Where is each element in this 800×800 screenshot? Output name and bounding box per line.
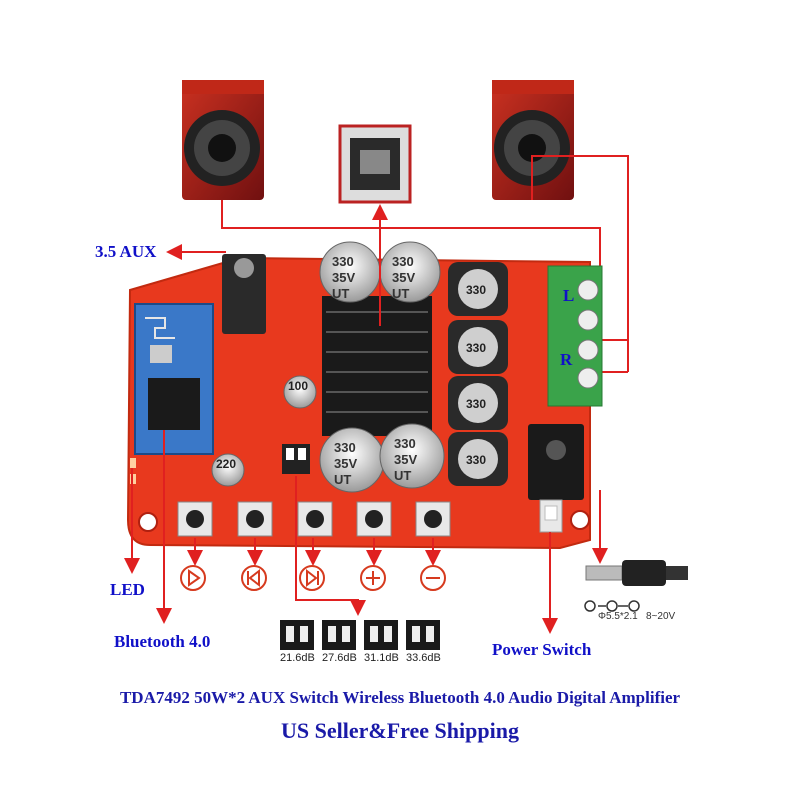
play-icon — [180, 565, 206, 591]
gain-label-2: 27.6dB — [322, 652, 357, 664]
minus-icon — [420, 565, 446, 591]
svg-text:35V: 35V — [332, 270, 355, 285]
led-label: LED — [110, 580, 145, 599]
heatsink — [322, 296, 432, 436]
capacitor-4: 330 35V UT — [379, 423, 445, 489]
tda7492-chip-image — [338, 124, 412, 204]
svg-text:UT: UT — [392, 286, 409, 301]
svg-text:330: 330 — [466, 453, 486, 467]
right-channel-label: R — [560, 350, 573, 369]
svg-text:35V: 35V — [392, 270, 415, 285]
inductor-3: 330 — [448, 376, 508, 430]
capacitor-1: 330 35V UT — [319, 241, 381, 303]
gain-label-4: 33.6dB — [406, 652, 441, 664]
svg-text:35V: 35V — [334, 456, 357, 471]
gain-dip-switch — [282, 444, 310, 474]
annotation-arrows — [124, 204, 608, 634]
speaker-right — [492, 80, 574, 200]
speaker-terminal-block — [547, 265, 603, 407]
svg-text:330: 330 — [334, 440, 356, 455]
capacitor-2: 330 35V UT — [379, 241, 441, 303]
gain-label-3: 31.1dB — [364, 652, 399, 664]
polarity-icon — [584, 600, 640, 612]
speaker-left — [182, 80, 264, 200]
svg-text:UT: UT — [334, 472, 351, 487]
bluetooth-label: Bluetooth 4.0 — [114, 632, 211, 651]
dip-diagram-1 — [280, 620, 314, 650]
dip-diagram-2 — [322, 620, 356, 650]
dc-power-jack — [528, 424, 584, 500]
board-buttons — [177, 501, 451, 537]
dip-diagram-4 — [406, 620, 440, 650]
plus-icon — [360, 565, 386, 591]
svg-text:35V: 35V — [394, 452, 417, 467]
inductor-2: 330 — [448, 320, 508, 374]
next-icon — [299, 565, 325, 591]
svg-text:330: 330 — [394, 436, 416, 451]
svg-text:330: 330 — [466, 283, 486, 297]
svg-text:8~20V: 8~20V — [646, 611, 676, 622]
dip-diagram-3 — [364, 620, 398, 650]
power-switch-label: Power Switch — [492, 640, 592, 659]
left-channel-label: L — [563, 286, 575, 305]
svg-text:100: 100 — [288, 379, 308, 393]
svg-text:330: 330 — [392, 254, 414, 269]
aux-label: 3.5 AUX — [95, 242, 157, 261]
small-capacitor-1: 100 — [283, 375, 317, 409]
svg-text:Φ5.5*2.1: Φ5.5*2.1 — [598, 611, 638, 622]
product-title: TDA7492 50W*2 AUX Switch Wireless Blueto… — [119, 688, 681, 707]
capacitor-3: 330 35V UT — [319, 427, 385, 493]
svg-text:UT: UT — [332, 286, 349, 301]
inductor-1: 330 — [448, 262, 508, 316]
bluetooth-module — [134, 303, 214, 455]
dc-plug — [585, 560, 688, 586]
gain-dip-diagrams — [280, 620, 440, 650]
power-switch — [539, 499, 563, 533]
inductor-4: 330 — [448, 432, 508, 486]
svg-text:330: 330 — [466, 341, 486, 355]
svg-text:330: 330 — [332, 254, 354, 269]
small-capacitor-2: 220 — [211, 453, 245, 487]
shipping-note: US Seller&Free Shipping — [281, 718, 519, 743]
aux-jack — [222, 254, 266, 334]
svg-text:220: 220 — [216, 457, 236, 471]
svg-text:330: 330 — [466, 397, 486, 411]
svg-text:UT: UT — [394, 468, 411, 483]
gain-label-1: 21.6dB — [280, 652, 315, 664]
previous-icon — [241, 565, 267, 591]
